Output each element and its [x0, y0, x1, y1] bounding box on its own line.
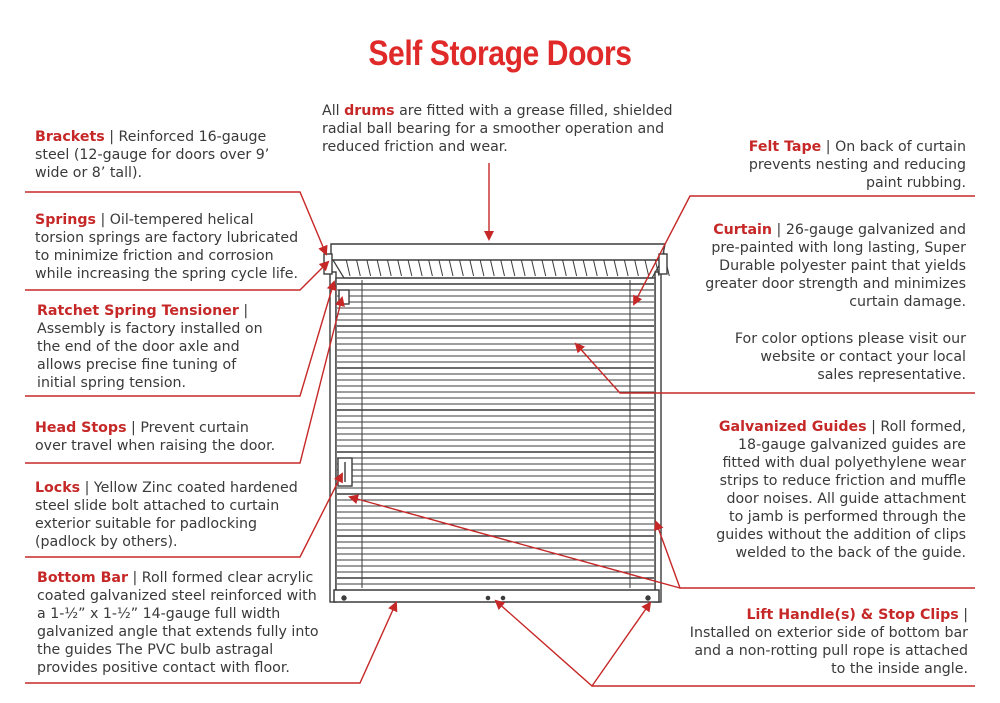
- lift-handle-text: | Installed on exterior side of bottom b…: [689, 607, 968, 677]
- head-stops-text: | Prevent curtain over travel when raisi…: [35, 420, 276, 454]
- callout-bottom-bar: Bottom Bar | Roll formed clear acrylic c…: [37, 569, 329, 677]
- drums-pre: All: [322, 103, 345, 119]
- callout-felt-tape: Felt Tape | On back of curtain prevents …: [748, 138, 966, 192]
- callout-galvanized-guides: Galvanized Guides | Roll formed, 18-gaug…: [712, 418, 966, 562]
- guides-heading: Galvanized Guides: [718, 419, 867, 435]
- drums-heading: drums: [344, 103, 395, 119]
- guides-text: | Roll formed, 18-gauge galvanized guide…: [716, 419, 966, 561]
- callout-brackets: Brackets | Reinforced 16-gauge steel (12…: [35, 128, 303, 182]
- callout-springs: Springs | Oil-tempered helical torsion s…: [35, 211, 307, 283]
- bottom-bar-heading: Bottom Bar: [37, 570, 128, 586]
- color-options-text: For color options please visit our websi…: [734, 331, 966, 383]
- locks-heading: Locks: [35, 480, 81, 496]
- felt-tape-text: | On back of curtain prevents nesting an…: [748, 139, 966, 191]
- curtain-text: | 26-gauge galvanized and pre-painted wi…: [705, 222, 966, 310]
- callout-drums: All drums are fitted with a grease fille…: [322, 102, 682, 156]
- ratchet-text: | Assembly is factory installed on the e…: [37, 303, 263, 391]
- locks-text: | Yellow Zinc coated hardened steel slid…: [35, 480, 298, 550]
- right-bracket: [658, 253, 668, 275]
- door-curtain: [335, 277, 656, 599]
- springs-heading: Springs: [35, 212, 96, 228]
- brackets-text: | Reinforced 16-gauge steel (12-gauge fo…: [35, 129, 270, 181]
- callout-curtain: Curtain | 26-gauge galvanized and pre-pa…: [700, 221, 966, 311]
- hood: [330, 243, 666, 261]
- brackets-heading: Brackets: [35, 129, 105, 145]
- right-guide: [654, 271, 662, 603]
- springs-text: | Oil-tempered helical torsion springs a…: [35, 212, 299, 282]
- callout-lift-handle: Lift Handle(s) & Stop Clips | Installed …: [688, 606, 968, 678]
- ratchet-heading: Ratchet Spring Tensioner: [37, 303, 239, 319]
- bottom-bar: [333, 589, 660, 603]
- callout-locks: Locks | Yellow Zinc coated hardened stee…: [35, 479, 303, 551]
- curtain-slats: [337, 283, 654, 585]
- left-guide: [329, 271, 337, 603]
- callout-head-stops: Head Stops | Prevent curtain over travel…: [35, 419, 285, 455]
- drums-text: are fitted with a grease filled, shielde…: [322, 103, 673, 155]
- callout-color-options: For color options please visit our websi…: [722, 330, 966, 384]
- lift-handle-heading: Lift Handle(s) & Stop Clips: [746, 607, 959, 623]
- page-title: Self Storage Doors: [368, 34, 632, 73]
- bottom-bar-text: | Roll formed clear acrylic coated galva…: [37, 570, 319, 676]
- felt-tape-heading: Felt Tape: [748, 139, 822, 155]
- callout-ratchet-spring-tensioner: Ratchet Spring Tensioner | Assembly is f…: [37, 302, 272, 392]
- leader-lines: [25, 163, 975, 687]
- curtain-heading: Curtain: [713, 222, 773, 238]
- door-drawing: [323, 243, 670, 603]
- head-stops-heading: Head Stops: [35, 420, 127, 436]
